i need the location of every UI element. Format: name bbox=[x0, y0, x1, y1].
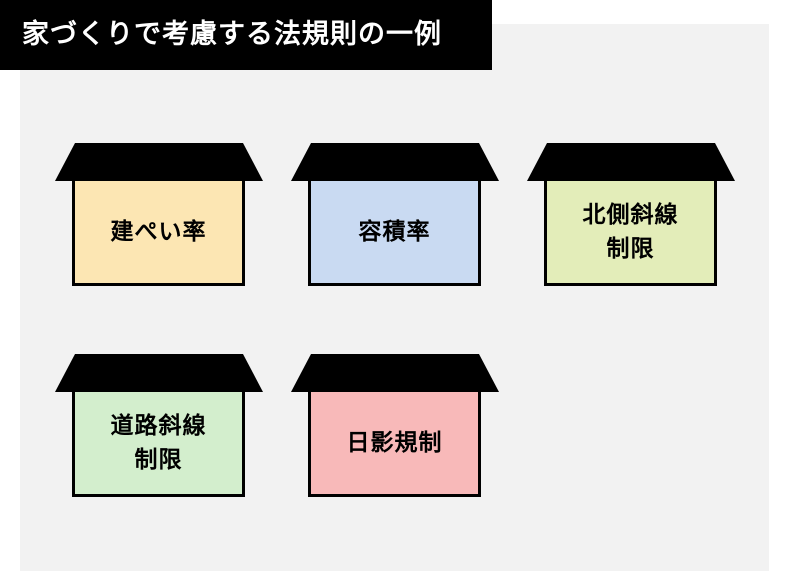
roof-icon bbox=[55, 143, 263, 181]
house-label: 容積率 bbox=[358, 219, 431, 245]
house-kenpeiritsu: 建ぺい率 bbox=[55, 143, 263, 288]
house-label: 日影規制 bbox=[346, 430, 443, 456]
house-label: 北側斜線 制限 bbox=[582, 202, 679, 262]
house-body: 道路斜線 制限 bbox=[72, 389, 245, 497]
house-body: 建ぺい率 bbox=[72, 178, 245, 286]
house-label: 道路斜線 制限 bbox=[110, 413, 207, 473]
roof-icon bbox=[55, 354, 263, 392]
house-body: 容積率 bbox=[308, 178, 481, 286]
house-body: 北側斜線 制限 bbox=[544, 178, 717, 286]
house-hikage-kisei: 日影規制 bbox=[291, 354, 499, 499]
roof-icon bbox=[291, 354, 499, 392]
house-yousekiritsu: 容積率 bbox=[291, 143, 499, 288]
house-douro-shasen: 道路斜線 制限 bbox=[55, 354, 263, 499]
roof-icon bbox=[527, 143, 735, 181]
diagram-title: 家づくりで考慮する法規則の一例 bbox=[0, 0, 492, 70]
house-label: 建ぺい率 bbox=[110, 219, 207, 245]
roof-icon bbox=[291, 143, 499, 181]
house-kitagawa-shasen: 北側斜線 制限 bbox=[527, 143, 735, 288]
house-body: 日影規制 bbox=[308, 389, 481, 497]
